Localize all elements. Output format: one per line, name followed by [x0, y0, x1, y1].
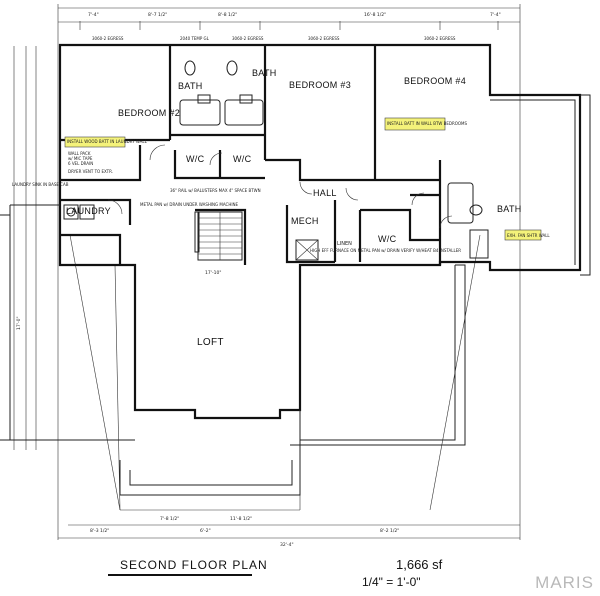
plan-title: SECOND FLOOR PLAN: [120, 558, 268, 572]
dim-top-5: 7'-4": [490, 12, 501, 18]
plan-scale: 1/4" = 1'-0": [362, 575, 421, 589]
dim-bottom-mid-2: 6'-2": [200, 528, 211, 534]
bedroom4-note-box: [384, 117, 446, 131]
dim-loft-width: 17'-10": [205, 270, 221, 276]
window-4: 3060-2 EGRESS: [308, 36, 340, 41]
room-label-bath-left: BATH: [178, 81, 203, 91]
room-label-wic-1: W/C: [186, 154, 205, 164]
dim-bottom-1: 7'-8 1/2": [160, 516, 179, 522]
room-label-wic-2: W/C: [233, 154, 252, 164]
window-2: 2040 TEMP GL: [180, 36, 210, 41]
window-5: 3060-2 EGRESS: [424, 36, 456, 41]
dim-left-mid: 17'-0": [16, 316, 22, 330]
exterior-walls: [0, 43, 591, 496]
door-swings: [107, 144, 453, 229]
room-label-linen: LINEN: [337, 241, 352, 247]
dryer-vent-note: DRYER VENT TO EXTR.: [68, 169, 113, 174]
room-label-bedroom-3: BEDROOM #3: [289, 80, 351, 90]
bath-note-text: EXH. FAN SHTR WALL: [507, 233, 550, 238]
room-label-bath-right: BATH: [497, 204, 522, 214]
dim-bottom-2: 11'-8 1/2": [230, 516, 252, 522]
room-label-mech: MECH: [291, 216, 319, 226]
bath-fixtures: [63, 60, 489, 261]
laundry-note-box: [64, 136, 126, 148]
laundry-sub1: WALL PACK: [68, 151, 91, 156]
dim-top-3: 8'-8 1/2": [218, 12, 237, 18]
room-label-loft: LOFT: [197, 337, 224, 348]
pan-note: METAL PAN w/ DRAIN UNDER WASHING MACHINE: [140, 202, 239, 207]
room-label-wic-3: W/C: [378, 234, 397, 244]
rail-note: 36" RAIL w/ BALUSTERS MAX 4" SPACE BTWN: [170, 188, 261, 193]
room-label-hall: HALL: [313, 188, 337, 198]
dim-top-1: 7'-4": [88, 12, 99, 18]
dimension-lines: [13, 4, 521, 540]
dim-top-4: 16'-8 1/2": [364, 12, 386, 18]
plan-title-underline: [108, 574, 252, 576]
stairs: [194, 211, 243, 261]
watermark-logo: MARIS: [535, 573, 594, 592]
dim-top-2: 8'-7 1/2": [148, 12, 167, 18]
laundry-sub2: w/ MIC TAPE: [68, 156, 93, 161]
dim-bottom-mid-3: 8'-2 1/2": [380, 528, 399, 534]
dim-overall: 32'-4": [280, 542, 294, 548]
laundry-sub3: 6 VEL DRAIN: [68, 161, 93, 166]
plan-area: 1,666 sf: [396, 557, 443, 572]
roof-lines: [69, 234, 481, 511]
window-3: 3060-2 EGRESS: [232, 36, 264, 41]
laundry-sink-note: LAUNDRY SINK IN BASE CAB: [12, 182, 69, 187]
room-label-laundry: LAUNDRY: [66, 206, 111, 216]
interior-walls: [60, 45, 442, 265]
room-label-bedroom-4: BEDROOM #4: [404, 76, 466, 86]
bath-note-box: [504, 229, 542, 241]
room-label-bath-center: BATH: [252, 68, 277, 78]
furnace-note: HIGH EFF FURNACE ON METAL PAN w/ DRAIN V…: [310, 248, 461, 253]
window-1: 3060-2 EGRESS: [92, 36, 124, 41]
bedroom4-note-text: INSTALL BATT IN WALL BTW BEDROOMS: [387, 121, 468, 126]
laundry-note-text: INSTALL WOOD BATT IN LAUNDRY WALL: [67, 139, 148, 144]
dim-bottom-mid-1: 8'-3 1/2": [90, 528, 109, 534]
room-label-bedroom-2: BEDROOM #2: [118, 108, 180, 118]
